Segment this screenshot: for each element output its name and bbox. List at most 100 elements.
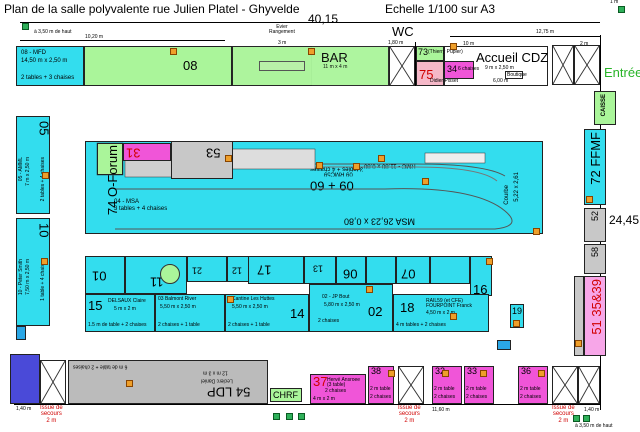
- marker-orange: [378, 155, 385, 162]
- marker-green: [298, 413, 305, 420]
- stand-08-mfd[interactable]: 08 - MFD 14,50 m x 2,50 m 2 tables + 3 c…: [16, 46, 84, 86]
- stand-chrf[interactable]: CHRF: [270, 388, 302, 402]
- marker-orange: [388, 370, 395, 377]
- emergency-exit-1: Issue de secours 2 m: [40, 405, 63, 424]
- entrance-label: Entrée: [604, 65, 640, 80]
- marker-green: [22, 23, 29, 30]
- stand-17[interactable]: 17: [248, 256, 304, 284]
- small-blue-item: [16, 326, 26, 340]
- emergency-exit-3: Issue de secours 2 m: [552, 405, 575, 424]
- stand-10[interactable]: 10 10 - Peter Smith 7,50 m x 2,50 m 1 ta…: [16, 218, 52, 326]
- dim-3m: 3 m: [278, 40, 287, 46]
- marker-orange: [225, 155, 232, 162]
- height-note-bottom: à 3,50 m de haut: [575, 423, 613, 429]
- total-width-label: 40,15: [308, 12, 339, 26]
- dim-bottom-right: 1,40 m: [584, 407, 600, 413]
- stand-03[interactable]: 03 Balmont River 5,50 m x 2,50 m 2 chais…: [155, 294, 225, 332]
- sink: [259, 61, 305, 71]
- stand-58[interactable]: 58: [584, 244, 606, 274]
- marker-orange: [575, 340, 582, 347]
- marker-orange: [480, 370, 487, 377]
- stand-33[interactable]: 33 2 m table 2 chaises: [464, 366, 494, 404]
- plan-scale: Echelle 1/100 sur A3: [385, 2, 496, 16]
- dim-10-20: 10,20 m: [85, 34, 104, 40]
- stand-18[interactable]: 18 RAIL59 (et CFE) FOURPOINT Franck 4,50…: [393, 294, 489, 332]
- dim-1-80: 1,80 m: [388, 40, 404, 46]
- stand-06b[interactable]: [366, 256, 396, 284]
- marker-orange: [450, 313, 457, 320]
- exit-door-right: [552, 366, 578, 404]
- bar[interactable]: BAR 11 m x 4 m: [232, 46, 389, 86]
- stand-06[interactable]: 06: [336, 256, 366, 284]
- stand-08[interactable]: 08: [84, 46, 232, 86]
- small-blue-item: [497, 340, 511, 350]
- wc-block: [389, 46, 415, 86]
- dim-10m: 10 m: [463, 41, 475, 47]
- marker-orange: [422, 178, 429, 185]
- dim-2m: 2 m: [580, 41, 589, 47]
- exit-door-mid: [398, 366, 424, 404]
- marker-orange: [442, 370, 449, 377]
- total-height-label: 24,45: [609, 213, 640, 227]
- stand-15[interactable]: 15 DELSAUX Claire 5 m x 2 m 1.5 m de tab…: [85, 294, 155, 332]
- exit-door-left: [40, 360, 66, 404]
- evier-label: Evier Rangement: [269, 24, 295, 36]
- marker-orange: [366, 286, 373, 293]
- stand-07b[interactable]: [430, 256, 470, 284]
- stand-14[interactable]: Cantine Les Huttes 5,50 m x 2,50 m 14 2 …: [225, 294, 309, 332]
- marker-orange: [533, 228, 540, 235]
- stand-05[interactable]: 05 05 - AMML 7 m x 2,50 m 2 tables + 4 c…: [16, 116, 52, 214]
- plan-title: Plan de la salle polyvalente rue Julien …: [4, 2, 300, 16]
- stand-52[interactable]: 52: [584, 208, 606, 242]
- stand-38[interactable]: 38 2 m table 2 chaises: [368, 366, 394, 404]
- marker-orange: [308, 48, 315, 55]
- exit-left-zone: [10, 354, 40, 404]
- stand-53[interactable]: 53: [171, 141, 233, 179]
- entrance-door-right: [574, 45, 600, 85]
- exit-door-right2: [578, 366, 600, 404]
- dim-1m: 1 m: [610, 0, 619, 5]
- stand-37[interactable]: 37 Hervé Ansroee (3 table) 2 chaises 4 m…: [310, 374, 366, 404]
- dimension-line-left: [20, 40, 225, 41]
- marker-green: [583, 415, 590, 422]
- stand-31[interactable]: 31: [123, 143, 171, 161]
- stand-16[interactable]: 16: [470, 256, 492, 296]
- marker-orange: [513, 320, 520, 327]
- stand-01[interactable]: 01: [85, 256, 125, 294]
- stand-13[interactable]: 13: [304, 256, 336, 284]
- stand-02[interactable]: 02 - JP Bout 5,80 m x 2,50 m 02 2 chaise…: [309, 284, 393, 332]
- boutique: Boutique: [505, 71, 527, 79]
- stand-74[interactable]: 74 O-Forum: [97, 143, 123, 215]
- marker-orange: [353, 163, 360, 170]
- stand-07[interactable]: 07: [396, 256, 430, 284]
- marker-orange: [586, 196, 593, 203]
- round-table: [160, 264, 180, 284]
- marker-green: [573, 415, 580, 422]
- marker-orange: [538, 370, 545, 377]
- dim-12-75: 12,75 m: [536, 29, 555, 35]
- marker-orange: [227, 296, 234, 303]
- marker-orange: [126, 380, 133, 387]
- dimension-line-top: [20, 22, 600, 23]
- entrance-door-left: [552, 45, 574, 85]
- dimension-line-bottom: [14, 404, 600, 405]
- marker-green: [273, 413, 280, 420]
- marker-orange: [170, 48, 177, 55]
- stand-34[interactable]: 34 6 chaises: [444, 61, 479, 79]
- emergency-exit-2: Issue de secours 2 m: [398, 405, 421, 424]
- cashier[interactable]: CAISSE: [594, 91, 616, 125]
- stand-72-ffmf[interactable]: 72 FFMF: [584, 129, 606, 205]
- stand-73[interactable]: 73 (Thierry Pupier): [416, 46, 463, 61]
- stand-21[interactable]: 21: [187, 256, 227, 282]
- dim-bottom-mid: 11,60 m: [432, 407, 450, 413]
- stand-51[interactable]: 51 35&39: [584, 276, 606, 356]
- marker-green: [286, 413, 293, 420]
- marker-orange: [41, 258, 48, 265]
- wc-label: WC: [392, 24, 414, 39]
- stand-71-accueil[interactable]: Accueil CDZ 71 9 m x 2,50 m 6,00 m: [444, 46, 566, 86]
- stand-75[interactable]: 75: [416, 61, 444, 86]
- stand-54-ldp[interactable]: 54 LDP Leclerc Daniel 12 m x 3 m 6 m de …: [68, 360, 268, 404]
- marker-orange: [316, 162, 323, 169]
- dimension-line-right-top: [450, 36, 600, 37]
